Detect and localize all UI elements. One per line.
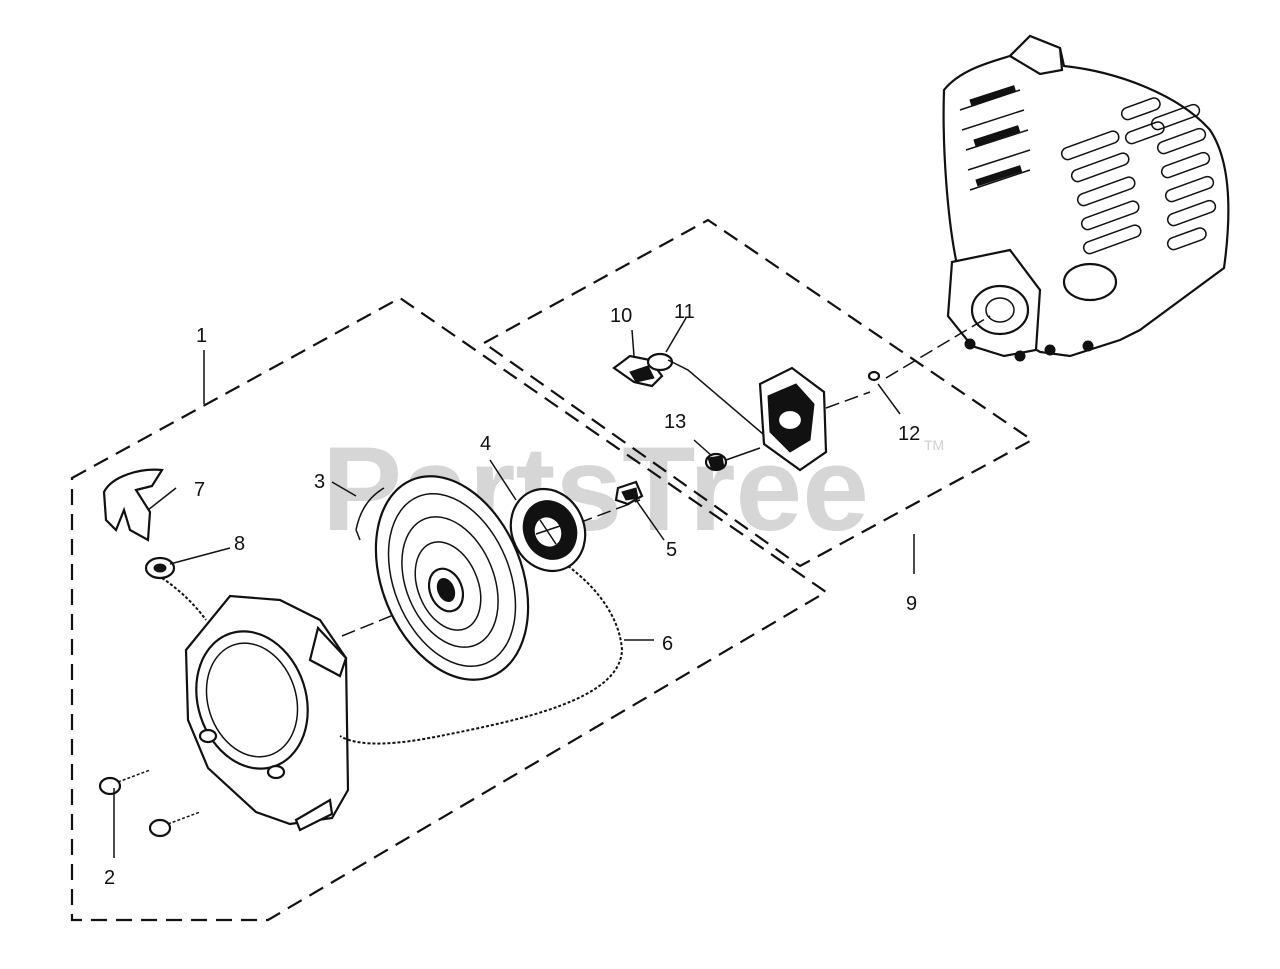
callout-6: 6 — [662, 633, 673, 655]
part-8-rope-insert — [144, 556, 176, 580]
part-12-pin — [867, 370, 881, 382]
callout-8: 8 — [234, 533, 245, 555]
callout-5: 5 — [666, 539, 677, 561]
part-5-nut — [614, 480, 644, 506]
callout-4: 4 — [480, 433, 491, 455]
axis-line — [341, 315, 991, 637]
part-2-screws — [98, 769, 201, 838]
callout-11: 11 — [674, 301, 695, 323]
assembly-box-9 — [481, 218, 1035, 568]
callout-2: 2 — [104, 867, 115, 889]
part-6-rope — [339, 565, 624, 745]
engine-housing — [942, 34, 1230, 362]
assembly-box-1 — [70, 296, 829, 922]
part-1-housing — [184, 594, 350, 832]
part-8-rope-segment — [161, 577, 207, 621]
part-4-ratchet — [509, 487, 587, 573]
callout-1: 1 — [196, 325, 207, 347]
part-7-handle — [102, 468, 164, 542]
part-13-screw — [704, 447, 761, 472]
watermark-tm: TM — [924, 437, 944, 453]
part-3-pulley — [374, 475, 530, 681]
callout-12: 12 — [898, 423, 920, 445]
callout-3: 3 — [314, 471, 325, 493]
part-9-pulley-plate — [758, 366, 828, 472]
callout-10: 10 — [610, 305, 632, 327]
part-11-spring — [646, 352, 771, 441]
callout-7: 7 — [194, 479, 205, 501]
part-3-spring-hook — [355, 487, 385, 541]
callout-9: 9 — [906, 593, 917, 615]
leader-lines — [113, 317, 915, 858]
callout-13: 13 — [664, 411, 686, 433]
